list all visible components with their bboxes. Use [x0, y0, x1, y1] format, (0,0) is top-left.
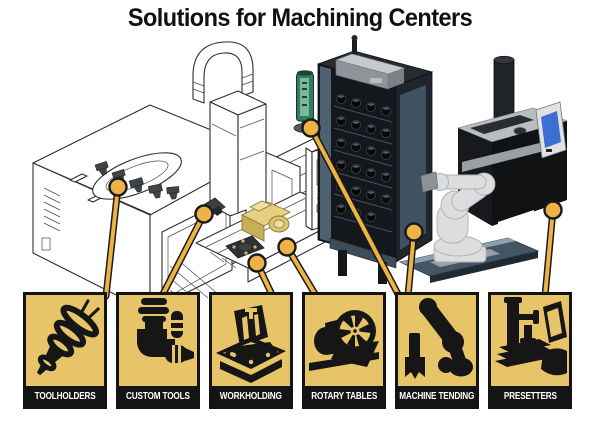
- callout-dot-rotary-tables: [277, 237, 297, 257]
- presetter-icon: [495, 297, 567, 376]
- card-label-bar: MACHINE TENDING: [398, 386, 476, 406]
- page-title: Solutions for Machining Centers: [127, 4, 473, 32]
- workholding-icon: [216, 305, 286, 383]
- card-toolholders[interactable]: TOOLHOLDERS: [23, 292, 107, 409]
- trunnion-rotary-table: [240, 200, 292, 242]
- callout-line-custom-tools: [159, 210, 208, 298]
- spindle-column: [209, 90, 267, 231]
- callout-line-machine-tending-a: [307, 124, 403, 300]
- card-custom-tools[interactable]: CUSTOM TOOLS: [116, 292, 200, 409]
- custom-tool-icon: [137, 298, 194, 363]
- callout-line-machine-tending-b: [404, 228, 418, 300]
- card-rotary-tables[interactable]: ROTARY TABLES: [302, 292, 386, 409]
- card-label: WORKHOLDING: [220, 390, 282, 402]
- card-label: CUSTOM TOOLS: [126, 390, 190, 402]
- robot-arm-icon: [405, 298, 473, 379]
- callout-dot-machine-tending-a: [301, 118, 321, 138]
- magazine-top-box: [335, 53, 405, 90]
- card-machine-tending[interactable]: MACHINE TENDING: [395, 292, 479, 409]
- card-label: MACHINE TENDING: [399, 390, 475, 402]
- category-cards: TOOLHOLDERS: [23, 292, 572, 409]
- callout-dot-presetters: [543, 200, 563, 220]
- rotary-table-icon: [309, 310, 379, 371]
- toolholder-icon: [36, 299, 100, 376]
- card-presetters[interactable]: PRESETTERS: [488, 292, 572, 409]
- workholding-chuck: [225, 235, 265, 259]
- card-label-bar: TOOLHOLDERS: [26, 386, 104, 406]
- card-label-bar: CUSTOM TOOLS: [119, 386, 197, 406]
- card-label-bar: PRESETTERS: [491, 386, 569, 406]
- card-label: PRESETTERS: [503, 390, 557, 402]
- callout-dot-toolholders: [108, 177, 128, 197]
- callout-dot-custom-tools: [194, 204, 214, 224]
- robot-arm: [398, 171, 540, 283]
- callout-line-toolholders: [102, 183, 122, 300]
- card-label: ROTARY TABLES: [311, 390, 377, 402]
- card-label: TOOLHOLDERS: [34, 390, 96, 402]
- callout-dot-machine-tending-b: [404, 222, 424, 242]
- card-label-bar: WORKHOLDING: [212, 386, 290, 406]
- card-label-bar: ROTARY TABLES: [305, 386, 383, 406]
- presetter-display: [535, 101, 567, 159]
- card-workholding[interactable]: WORKHOLDING: [209, 292, 293, 409]
- vent-grille: [41, 187, 61, 251]
- callout-line-presetters: [541, 206, 557, 300]
- callout-dot-workholding: [247, 253, 267, 273]
- callout-lines: [102, 118, 563, 303]
- callout-line-rotary-tables: [283, 243, 322, 303]
